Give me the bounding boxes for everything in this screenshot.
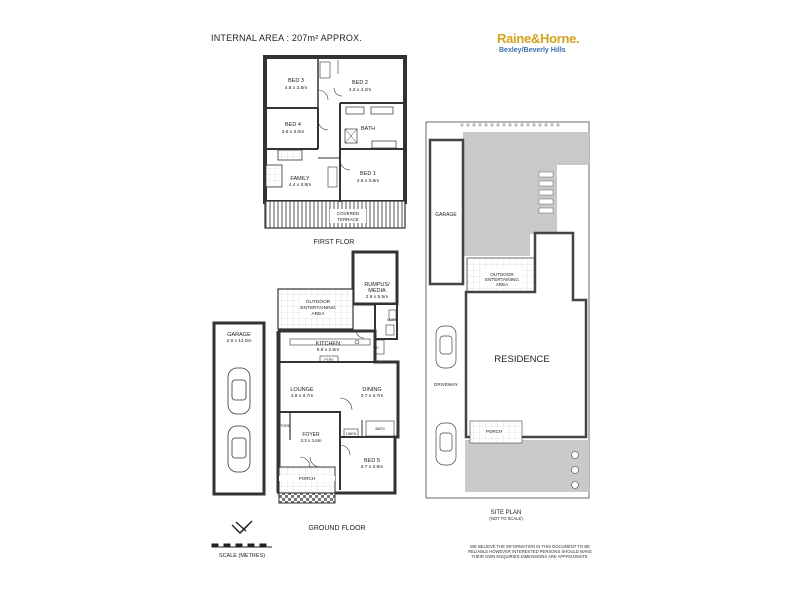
wc-label: WC bbox=[373, 346, 379, 350]
internal-area-heading: INTERNAL AREA : 207m² APPROX. bbox=[211, 33, 363, 43]
outdoor-label: OUTDOOR bbox=[306, 299, 331, 305]
foyer-label: FOYER bbox=[302, 432, 320, 438]
ground-floor-labels: RUMPUS/ MEDIA 2.9 x 5.5m OUTDOOR ENTERTA… bbox=[226, 282, 397, 532]
bed5-label: BED 5 bbox=[364, 458, 380, 464]
bed3-label: BED 3 bbox=[288, 78, 304, 84]
rumpus-dims: 2.9 x 5.5m bbox=[366, 294, 388, 300]
site-porch-label: PORCH bbox=[486, 429, 503, 434]
linen-label: LINEN bbox=[346, 432, 357, 436]
bed2-dims: 4.3 x 4.2m bbox=[349, 87, 371, 93]
first-floor-labels: BED 3 4.8 x 3.8m BED 2 4.3 x 4.2m BED 4 … bbox=[282, 78, 379, 246]
bed4-dims: 3.6 x 3.0m bbox=[282, 129, 304, 135]
dining-label: DINING bbox=[362, 387, 381, 393]
brand-logo: Raine&Horne. bbox=[497, 31, 580, 46]
bed4-label: BED 4 bbox=[285, 122, 301, 128]
entertaining-label: ENTERTAINING bbox=[300, 305, 336, 311]
laundry-label: LDRY bbox=[387, 318, 397, 322]
bed5-dims: 3.7 x 3.9m bbox=[361, 464, 383, 470]
site-plan-title: SITE PLAN bbox=[491, 510, 522, 516]
lounge-dims: 4.8 x 3.7m bbox=[291, 393, 313, 399]
bed3-dims: 4.8 x 3.8m bbox=[285, 85, 307, 91]
kitchen-label: KITCHEN bbox=[316, 341, 340, 347]
site-plan bbox=[425, 121, 590, 499]
bed1-dims: 4.6 x 3.8m bbox=[357, 178, 379, 184]
site-plan-subtitle: (NOT TO SCALE) bbox=[489, 516, 523, 521]
site-outdoor-label: OUTDOOR bbox=[490, 272, 514, 277]
covered-terrace-label-1: COVERED bbox=[337, 211, 360, 216]
family-label: FAMILY bbox=[290, 176, 309, 182]
dining-dims: 3.7 x 3.7m bbox=[361, 393, 383, 399]
scale-label: SCALE (METRES) bbox=[219, 553, 265, 559]
site-area-label: AREA bbox=[496, 282, 509, 287]
garage-label: GARAGE bbox=[227, 332, 251, 338]
family-dims: 4.4 x 3.8m bbox=[289, 182, 311, 188]
kitchen-dims: 6.9 x 2.6m bbox=[317, 347, 339, 353]
site-plan-labels: GARAGE OUTDOOR ENTERTAINING AREA RESIDEN… bbox=[434, 212, 550, 521]
bath-label: BATH bbox=[361, 126, 375, 132]
brand-office: Bexley/Beverly Hills bbox=[499, 47, 566, 54]
covered-terrace-label-2: TERRACE bbox=[337, 217, 359, 222]
disclaimer-text: WE BELIEVE THE INFORMATION IN THIS DOCUM… bbox=[468, 544, 592, 559]
bed2-label: BED 2 bbox=[352, 80, 368, 86]
pantry-label: PTRY bbox=[324, 358, 334, 362]
area-label: AREA bbox=[311, 311, 325, 317]
ground-bath-label: BATH bbox=[375, 427, 385, 431]
media-label: MEDIA bbox=[368, 288, 386, 294]
foyer-dims: 3.3 x 3.6m bbox=[300, 438, 321, 443]
site-garage-label: GARAGE bbox=[435, 212, 457, 218]
first-floor-title: FIRST FLOR bbox=[314, 239, 355, 246]
bed1-label: BED 1 bbox=[360, 171, 376, 177]
lounge-label: LOUNGE bbox=[290, 387, 314, 393]
store-label: STORE bbox=[278, 424, 291, 428]
north-arrow-icon bbox=[231, 520, 253, 534]
ground-floor-title: GROUND FLOOR bbox=[308, 525, 365, 532]
site-entertaining-label: ENTERTAINING bbox=[485, 277, 519, 282]
residence-label: RESIDENCE bbox=[494, 354, 549, 365]
rumpus-label: RUMPUS/ bbox=[364, 282, 390, 288]
first-floor-plan bbox=[263, 55, 407, 229]
scale-bar bbox=[211, 543, 272, 548]
garage-dims: 2.9 x 12.0m bbox=[226, 338, 251, 344]
porch-label: PORCH bbox=[299, 476, 315, 481]
ground-floor-plan bbox=[212, 250, 400, 504]
driveway-label: DRIVEWAY bbox=[434, 382, 458, 387]
